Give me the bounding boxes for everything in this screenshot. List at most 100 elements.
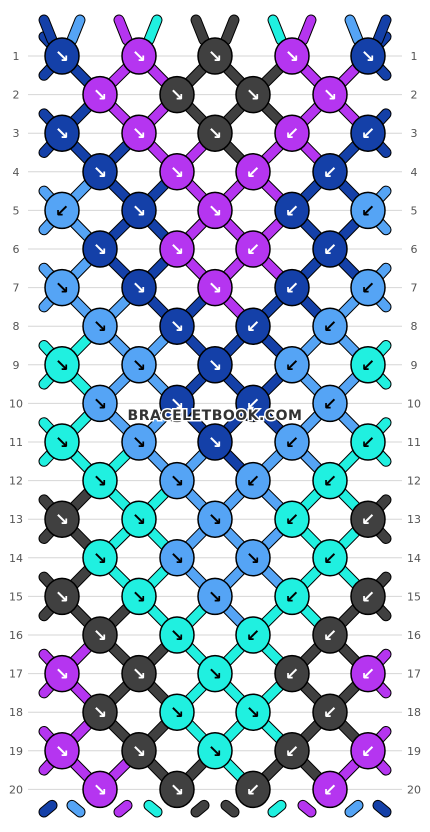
knot[interactable]: ↙ [235, 384, 271, 423]
knot[interactable]: ↙ [235, 153, 271, 191]
knot[interactable]: ↘ [121, 732, 157, 770]
knot[interactable]: ↘ [121, 654, 157, 693]
knot[interactable]: ↙ [274, 577, 310, 616]
knot[interactable]: ↙ [312, 693, 348, 731]
knot[interactable]: ↘ [159, 384, 195, 423]
knot[interactable]: ↘ [121, 500, 157, 538]
knot[interactable]: ↙ [312, 230, 348, 268]
knot[interactable]: ↙ [235, 616, 271, 654]
knot[interactable]: ↘ [121, 268, 157, 307]
knot[interactable]: ↙ [312, 307, 348, 345]
knot[interactable]: ↘ [159, 153, 195, 191]
knot[interactable]: ↘ [235, 539, 271, 577]
knot[interactable]: ↘ [82, 307, 118, 345]
knot[interactable]: ↘ [121, 191, 157, 230]
knot[interactable]: ↘ [44, 732, 80, 770]
knot[interactable]: ↙ [274, 268, 310, 307]
knot[interactable]: ↘ [159, 461, 195, 500]
knot[interactable]: ↙ [274, 346, 310, 384]
knot[interactable]: ↘ [44, 654, 80, 693]
knot[interactable]: ↙ [312, 770, 348, 809]
arrow-down-right-icon: ↘ [208, 665, 222, 685]
knot[interactable]: ↘ [44, 500, 80, 538]
knot[interactable]: ↘ [159, 616, 195, 654]
knot[interactable]: ↘ [82, 539, 118, 577]
knot[interactable]: ↙ [312, 153, 348, 191]
knot[interactable]: ↘ [121, 423, 157, 461]
knot[interactable]: ↙ [350, 654, 386, 693]
knot[interactable]: ↘ [82, 153, 118, 191]
knot[interactable]: ↘ [159, 75, 195, 114]
knot[interactable]: ↘ [44, 37, 80, 75]
knot[interactable]: ↙ [274, 732, 310, 770]
knot[interactable]: ↘ [121, 114, 157, 152]
knot[interactable]: ↘ [82, 230, 118, 268]
knot[interactable]: ↙ [274, 114, 310, 152]
knot[interactable]: ↘ [159, 230, 195, 268]
arrow-down-right-icon: ↘ [132, 433, 146, 453]
knot[interactable]: ↘ [121, 346, 157, 384]
knot[interactable]: ↘ [44, 346, 80, 384]
knot[interactable]: ↙ [235, 770, 271, 809]
knot[interactable]: ↘ [197, 732, 233, 770]
knot[interactable]: ↙ [312, 539, 348, 577]
knot[interactable]: ↘ [159, 307, 195, 345]
knot[interactable]: ↘ [197, 577, 233, 616]
arrow-down-right-icon: ↘ [55, 742, 69, 762]
knot[interactable]: ↙ [312, 384, 348, 423]
knot[interactable]: ↘ [44, 423, 80, 461]
knot[interactable]: ↘ [82, 75, 118, 114]
knot[interactable]: ↘ [197, 191, 233, 230]
knot[interactable]: ↘ [82, 693, 118, 731]
knot[interactable]: ↘ [44, 577, 80, 616]
knot[interactable]: ↙ [235, 230, 271, 268]
knot[interactable]: ↙ [235, 307, 271, 345]
knot[interactable]: ↘ [159, 539, 195, 577]
knot[interactable]: ↘ [121, 577, 157, 616]
knot[interactable]: ↙ [235, 461, 271, 500]
arrow-down-right-icon: ↘ [132, 742, 146, 762]
knot[interactable]: ↘ [44, 268, 80, 307]
knot[interactable]: ↘ [350, 37, 386, 75]
bottom-strand [345, 800, 363, 817]
knot[interactable]: ↘ [82, 461, 118, 500]
knot[interactable]: ↘ [197, 114, 233, 152]
knot[interactable]: ↘ [197, 500, 233, 538]
knot[interactable]: ↙ [312, 461, 348, 500]
knot[interactable]: ↙ [350, 268, 386, 307]
knot[interactable]: ↘ [235, 75, 271, 114]
knot[interactable]: ↙ [274, 191, 310, 230]
knot[interactable]: ↘ [121, 37, 157, 75]
knot[interactable]: ↘ [82, 384, 118, 423]
knot[interactable]: ↙ [350, 500, 386, 538]
knot-circle [235, 307, 271, 345]
knot[interactable]: ↙ [350, 732, 386, 770]
knot[interactable]: ↘ [197, 268, 233, 307]
knot[interactable]: ↘ [197, 654, 233, 693]
knot[interactable]: ↙ [350, 423, 386, 461]
knot-circle [121, 37, 157, 75]
knot[interactable]: ↙ [312, 616, 348, 654]
knot[interactable]: ↙ [274, 654, 310, 693]
knot[interactable]: ↘ [197, 423, 233, 461]
knot[interactable]: ↘ [82, 616, 118, 654]
knot[interactable]: ↙ [350, 346, 386, 384]
knot[interactable]: ↘ [197, 37, 233, 75]
knot[interactable]: ↙ [350, 577, 386, 616]
knot[interactable]: ↘ [235, 693, 271, 731]
knot[interactable]: ↘ [274, 37, 310, 75]
knot[interactable]: ↘ [159, 693, 195, 731]
strand-letter-bottom: A [116, 818, 123, 828]
knot[interactable]: ↙ [274, 423, 310, 461]
knot[interactable]: ↙ [274, 500, 310, 538]
knot-circle [235, 75, 271, 114]
knot-circle [235, 770, 271, 809]
knot[interactable]: ↘ [159, 770, 195, 809]
knot[interactable]: ↘ [312, 75, 348, 114]
knot[interactable]: ↙ [350, 114, 386, 152]
knot[interactable]: ↘ [44, 114, 80, 152]
knot[interactable]: ↙ [350, 191, 386, 230]
knot[interactable]: ↘ [197, 346, 233, 384]
knot[interactable]: ↙ [44, 191, 80, 230]
knot[interactable]: ↘ [82, 770, 118, 809]
